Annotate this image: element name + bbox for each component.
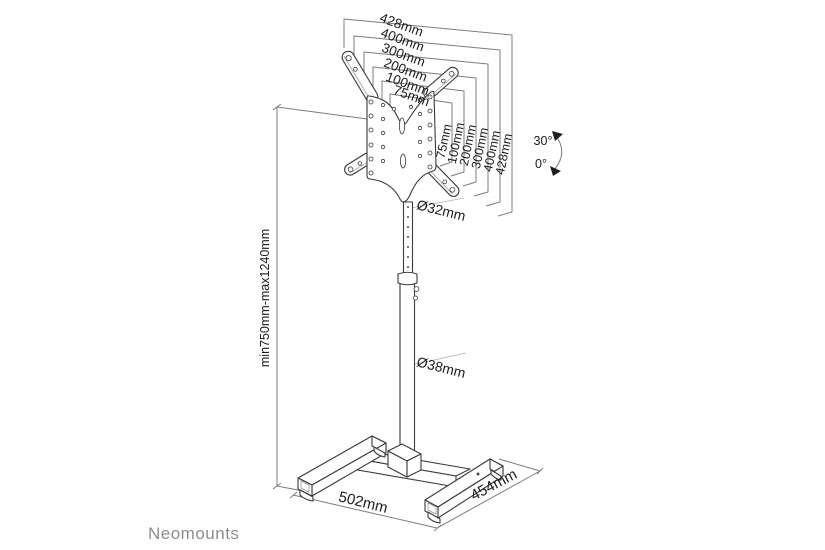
base-left-foot [297, 435, 387, 502]
base-right-foot [424, 458, 504, 524]
height-range-label: min750mm-max1240mm [258, 229, 272, 367]
vesa-plate-mounting-holes [368, 94, 433, 176]
left-foot-pad [299, 489, 314, 502]
tilt-indicator [550, 131, 563, 176]
base-center-block [387, 443, 422, 478]
height-dimension-line [272, 103, 368, 492]
vesa-plate-slots [398, 117, 406, 169]
collar-knob [413, 286, 420, 292]
right-foot-rear-pad [490, 469, 502, 481]
upper-pole-leader-line [405, 197, 465, 210]
brand-logo: Neomounts [148, 524, 239, 543]
tilt-max-label: 30° [534, 134, 553, 148]
vesa-plate [366, 90, 437, 203]
tilt-arrow-up-icon [552, 131, 563, 141]
lower-pole-leader-line [406, 352, 467, 367]
vesa-dimension-brackets [343, 18, 513, 217]
pole-lower-tube [399, 282, 416, 453]
base-dimension-lines [289, 458, 544, 532]
tilt-min-label: 0° [535, 157, 547, 171]
tilt-arrow-down-icon [550, 166, 561, 176]
upper-pole-diameter-label: Ø32mm [415, 196, 467, 224]
height-adjustment-collar [397, 271, 420, 301]
right-foot-pad [427, 511, 441, 524]
base-width-label: 502mm [337, 488, 390, 517]
vesa-arm-lower-left [344, 152, 374, 176]
tilt-arc-icon [554, 135, 563, 170]
collar-screw [413, 295, 418, 301]
lower-pole-diameter-label: Ø38mm [415, 353, 467, 381]
left-foot-rear-pad [373, 446, 386, 458]
pole-upper-tube [402, 201, 414, 275]
